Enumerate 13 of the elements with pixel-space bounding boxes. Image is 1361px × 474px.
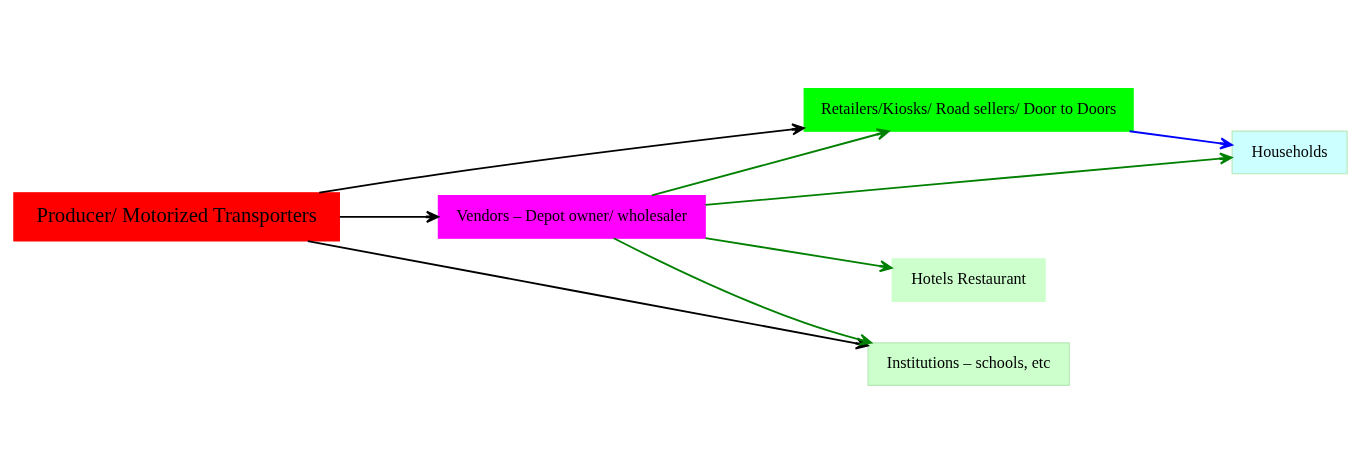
node-box: Retailers/Kiosks/ Road sellers/ Door to Doors [803, 88, 1134, 132]
node-box: Institutions – schools, etc [867, 342, 1070, 386]
arrow [650, 128, 890, 197]
node-box: Vendors – Depot owner/ wholesaler [437, 195, 706, 239]
arrow [318, 123, 805, 194]
arrow [338, 210, 440, 223]
arrow [704, 237, 893, 273]
arrow [612, 237, 873, 346]
arrow [704, 152, 1233, 206]
node-box: Producer/ Motorized Transporters [13, 192, 340, 242]
node-box: Households [1231, 130, 1348, 175]
node-box: Hotels Restaurant [891, 258, 1046, 302]
arrow [1128, 130, 1233, 150]
